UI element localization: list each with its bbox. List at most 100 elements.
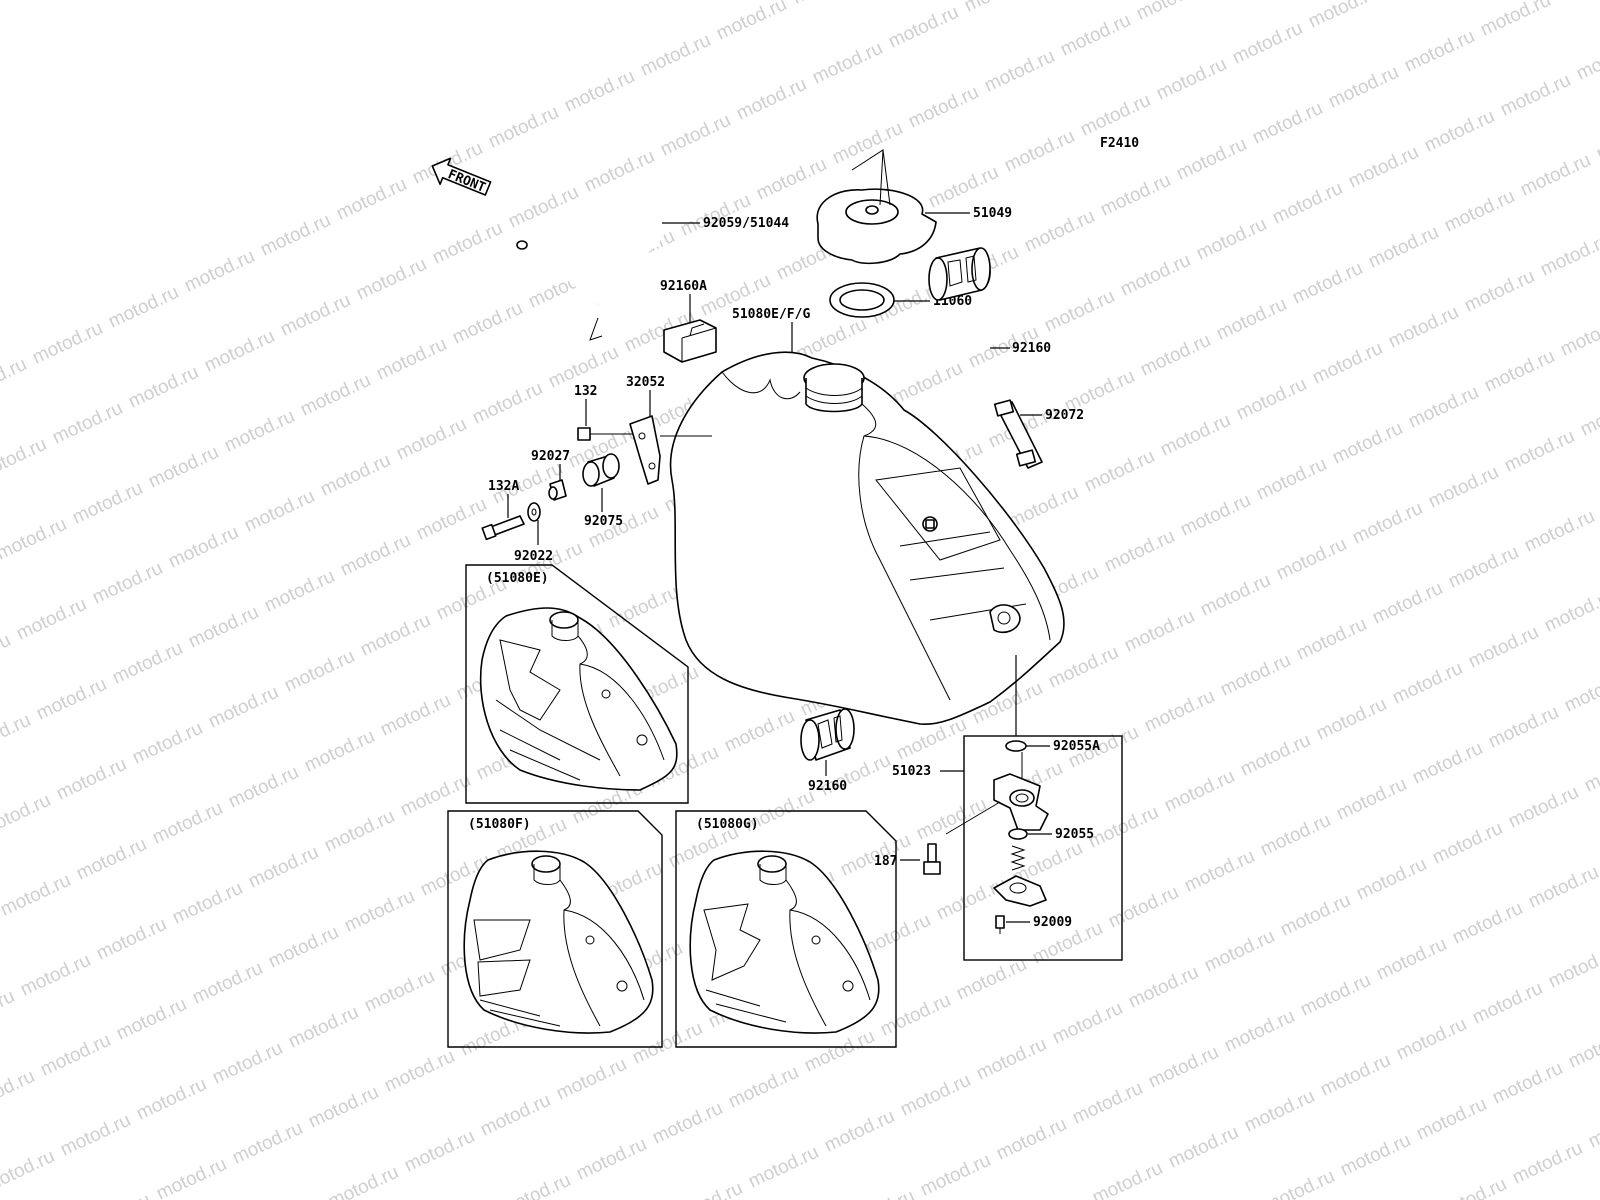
variant-box-G [675,810,897,1048]
variant-box-E [465,564,689,804]
watermark-text: motod.ru [1161,766,1238,817]
watermark-text: motod.ru [353,254,430,305]
watermark-text: motod.ru [381,1046,458,1097]
label-filter-bottom: 92160 [808,779,847,794]
watermark-text: motod.ru [1485,702,1562,753]
watermark-text: motod.ru [553,1054,630,1105]
label-cap: 51049 [973,206,1012,221]
watermark-text: motod.ru [561,66,638,117]
watermark-text: motod.ru [1221,1006,1298,1057]
oring-92055 [1008,828,1028,840]
watermark-text: motod.ru [1577,390,1600,441]
watermark-text: motod.ru [877,990,954,1041]
watermark-text: motod.ru [961,0,1038,17]
watermark-text: motod.ru [1077,90,1154,141]
watermark-text: motod.ru [1429,818,1506,869]
watermark-text: motod.ru [145,442,222,493]
watermark-text: motod.ru [0,986,18,1037]
watermark-text: motod.ru [1313,694,1390,745]
label-hose: 92059/51044 [703,216,789,231]
watermark-text: motod.ru [1337,1130,1414,1181]
fuel-cock-51023 [945,752,1049,835]
watermark-text: motod.ru [753,154,830,205]
watermark-text: motod.ru [1177,490,1254,541]
variant-label-E: (51080E) [486,571,549,586]
watermark-text: motod.ru [469,378,546,429]
watermark-text: motod.ru [1045,642,1122,693]
watermark-text: motod.ru [1005,482,1082,533]
watermark-text: motod.ru [1105,882,1182,933]
variant-label-F: (51080F) [468,817,531,832]
washer-92022 [527,502,541,522]
watermark-text: motod.ru [1465,622,1542,673]
watermark-text: motod.ru [1581,746,1600,797]
watermark-text: motod.ru [1013,1194,1090,1200]
watermark-text: motod.ru [1585,1102,1600,1153]
watermark-text: motod.ru [1217,650,1294,701]
watermark-text: motod.ru [265,922,342,973]
watermark-text: motod.ru [1141,686,1218,737]
watermark-text: motod.ru [125,362,202,413]
watermark-text: motod.ru [605,582,682,633]
watermark-text: motod.ru [401,1126,478,1177]
watermark-text: motod.ru [1081,446,1158,497]
label-tank: 51080E/F/G [732,307,810,322]
watermark-text: motod.ru [357,610,434,661]
watermark-text: motod.ru [13,594,90,645]
watermark-text: motod.ru [205,682,282,733]
watermark-text: motod.ru [1525,862,1600,913]
watermark-text: motod.ru [1521,506,1598,557]
label-screw: 92009 [1033,915,1072,930]
watermark-text: motod.ru [261,566,338,617]
watermark-text: motod.ru [629,1018,706,1069]
watermark-text: motod.ru [1409,738,1486,789]
watermark-text: motod.ru [1165,1122,1242,1173]
watermark-text: motod.ru [1297,970,1374,1021]
watermark-text: motod.ru [225,762,302,813]
watermark-text: motod.ru [1369,578,1446,629]
watermark-text: motod.ru [973,1034,1050,1085]
watermark-text: motod.ru [1145,1042,1222,1093]
watermark-text: motod.ru [0,870,74,921]
watermark-text: motod.ru [1541,586,1600,637]
watermark-text: motod.ru [1173,134,1250,185]
watermark-text: motod.ru [1057,10,1134,61]
watermark-text: motod.ru [0,434,50,485]
watermark-text: motod.ru [809,38,886,89]
watermark-text: motod.ru [429,218,506,269]
watermark-text: motod.ru [841,1186,918,1200]
label-filter-top: 92160 [1012,341,1051,356]
watermark-text: motod.ru [1001,126,1078,177]
watermark-text: motod.ru [1593,114,1600,165]
watermark-text: motod.ru [1305,0,1382,33]
watermark-text: motod.ru [829,118,906,169]
watermark-text: motod.ru [1501,426,1578,477]
watermark-text: motod.ru [1125,962,1202,1013]
watermark-text: motod.ru [221,406,298,457]
variant-box-F [447,810,663,1048]
bolt-132A [481,515,525,541]
watermark-text: motod.ru [1317,1050,1394,1101]
watermark-text: motod.ru [1049,998,1126,1049]
watermark-text: motod.ru [49,398,126,449]
watermark-text: motod.ru [0,354,30,405]
label-band: 92072 [1045,408,1084,423]
watermark-text: motod.ru [1441,186,1518,237]
watermark-text: motod.ru [241,486,318,537]
watermark-text: motod.ru [113,994,190,1045]
watermark-text: motod.ru [637,30,714,81]
watermark-text: motod.ru [1269,178,1346,229]
watermark-text: motod.ru [397,770,474,821]
watermark-text: motod.ru [89,558,166,609]
watermark-text: motod.ru [1553,0,1600,5]
watermark-text: motod.ru [1565,1022,1600,1073]
watermark-text: motod.ru [1197,570,1274,621]
watermark-text: motod.ru [333,174,410,225]
bracket-32052 [629,415,712,485]
label-bolt-187: 187 [874,854,897,869]
screw-92009 [995,915,1005,934]
watermark-text: motod.ru [789,0,866,9]
watermark-text: motod.ru [1393,1014,1470,1065]
watermark-text: motod.ru [1293,614,1370,665]
cock-spring [1010,845,1026,871]
